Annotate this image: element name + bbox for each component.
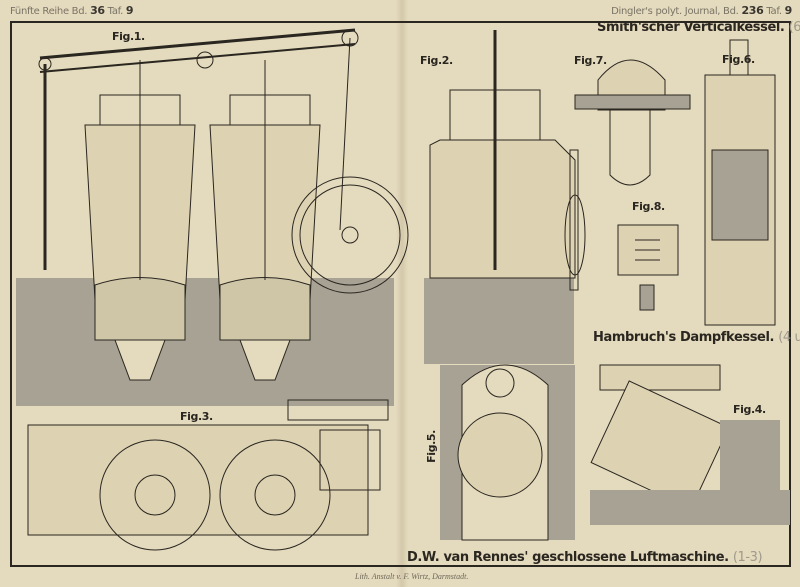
page-fold — [396, 0, 408, 587]
figure-label: Fig.5. — [424, 430, 438, 463]
taf-label: Taf. — [107, 6, 124, 17]
figure-label: Fig.7. — [574, 54, 607, 67]
header-right: Dingler's polyt. Journal, Bd. 236 Taf. 9 — [611, 4, 792, 17]
figure-range: (1-3) — [732, 550, 763, 565]
lithographer-credit: Lith. Anstalt v. F. Wirtz, Darmstadt. — [355, 572, 469, 581]
figure-label: Fig.6. — [722, 53, 755, 66]
figure-label: Fig.1. — [112, 30, 145, 43]
title-text: D.W. van Rennes' geschlossene Luftmaschi… — [407, 550, 729, 565]
title-text: Smith'scher Verticalkessel. — [597, 20, 785, 35]
plate-number: 9 — [784, 4, 793, 17]
figure-label: Fig.2. — [420, 54, 453, 67]
title-hambruch: Hambruch's Dampfkessel. (4 u. 5.) — [593, 330, 800, 345]
journal-label: Dingler's polyt. Journal, Bd. — [611, 6, 739, 17]
volume-number: 36 — [90, 4, 105, 17]
masonry — [16, 278, 394, 406]
header-left: Fünfte Reihe Bd. 36 Taf. 9 — [10, 4, 134, 17]
figure-label: Fig.3. — [180, 410, 213, 423]
masonry — [424, 278, 574, 364]
taf-label: Taf. — [766, 6, 782, 17]
figure-label: Fig.8. — [632, 200, 665, 213]
figure-label: Fig.4. — [733, 403, 766, 416]
figure-range: (4 u. 5.) — [778, 330, 800, 345]
figure-range: (6-8) — [788, 20, 800, 35]
series-label: Fünfte Reihe Bd. — [10, 6, 88, 17]
title-rennes: D.W. van Rennes' geschlossene Luftmaschi… — [407, 550, 763, 565]
title-text: Hambruch's Dampfkessel. — [593, 330, 775, 345]
plate-number: 9 — [125, 4, 134, 17]
volume-number: 236 — [741, 4, 764, 17]
title-smith: Smith'scher Verticalkessel. (6-8) — [597, 20, 800, 35]
